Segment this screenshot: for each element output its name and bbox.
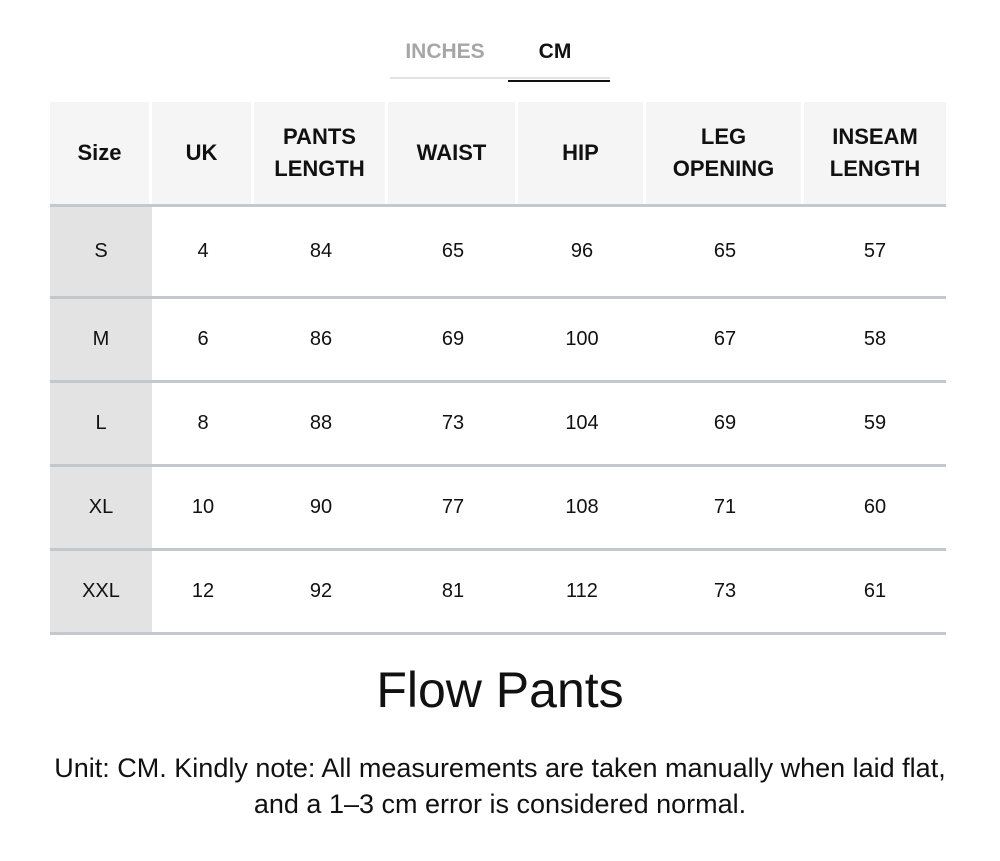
uk-cell: 6 <box>197 328 209 350</box>
uk-cell: 10 <box>191 496 215 518</box>
hip-cell: 96 <box>570 240 594 262</box>
leg-opening-cell: 67 <box>713 328 737 350</box>
hip-cell: 112 <box>566 580 598 602</box>
size-cell: XXL <box>50 551 152 632</box>
header-inseam-length: INSEAM LENGTH <box>829 124 921 181</box>
inseam-length-cell: 60 <box>863 496 887 518</box>
inseam-length-cell: 61 <box>863 580 887 602</box>
pants-length-cell: 92 <box>309 580 333 602</box>
waist-cell: 69 <box>441 328 465 350</box>
table-bottom-divider <box>50 632 946 635</box>
pants-length-cell: 84 <box>309 240 333 262</box>
pants-length-cell: 90 <box>309 496 333 518</box>
table-row: L 8 88 73 104 69 59 <box>50 380 946 464</box>
hip-cell: 100 <box>565 328 599 350</box>
leg-opening-cell: 71 <box>713 496 737 518</box>
unit-tabs: INCHES CM <box>390 30 610 82</box>
measurement-note: Unit: CM. Kindly note: All measurements … <box>54 753 946 819</box>
header-pants-length: PANTS LENGTH <box>254 102 388 204</box>
inseam-length-cell: 57 <box>863 240 887 262</box>
tab-cm[interactable]: CM <box>500 30 610 82</box>
table-row: S 4 84 65 96 65 57 <box>50 204 946 296</box>
leg-opening-cell: 69 <box>713 412 737 434</box>
uk-cell: 4 <box>197 240 209 262</box>
hip-cell: 108 <box>565 496 599 518</box>
inseam-length-cell: 59 <box>863 412 887 434</box>
size-cell: L <box>50 383 152 464</box>
header-uk: UK <box>152 102 254 204</box>
uk-cell: 12 <box>191 580 215 602</box>
uk-cell: 8 <box>197 412 209 434</box>
pants-length-cell: 88 <box>309 412 333 434</box>
product-title: Flow Pants <box>376 662 624 718</box>
header-size: Size <box>50 102 152 204</box>
size-cell: M <box>50 299 152 380</box>
waist-cell: 73 <box>441 412 465 434</box>
table-row: XL 10 90 77 108 71 60 <box>50 464 946 548</box>
leg-opening-cell: 73 <box>713 580 737 602</box>
inseam-length-cell: 58 <box>863 328 887 350</box>
waist-cell: 81 <box>441 580 465 602</box>
hip-cell: 104 <box>565 412 599 434</box>
size-cell: S <box>50 207 152 296</box>
tab-inches[interactable]: INCHES <box>405 40 485 63</box>
header-waist: WAIST <box>388 102 518 204</box>
size-chart-table: Size UK PANTS LENGTH WAIST HIP LEG OPENI… <box>50 102 946 635</box>
table-row: M 6 86 69 100 67 58 <box>50 296 946 380</box>
waist-cell: 77 <box>441 496 465 518</box>
pants-length-cell: 86 <box>309 328 333 350</box>
size-cell: XL <box>50 467 152 548</box>
waist-cell: 65 <box>441 240 465 262</box>
table-header-row: Size UK PANTS LENGTH WAIST HIP LEG OPENI… <box>50 102 946 204</box>
leg-opening-cell: 65 <box>713 240 737 262</box>
header-hip: HIP <box>518 102 646 204</box>
table-row: XXL 12 92 81 112 73 61 <box>50 548 946 632</box>
header-leg-opening: LEG OPENING <box>646 102 804 204</box>
